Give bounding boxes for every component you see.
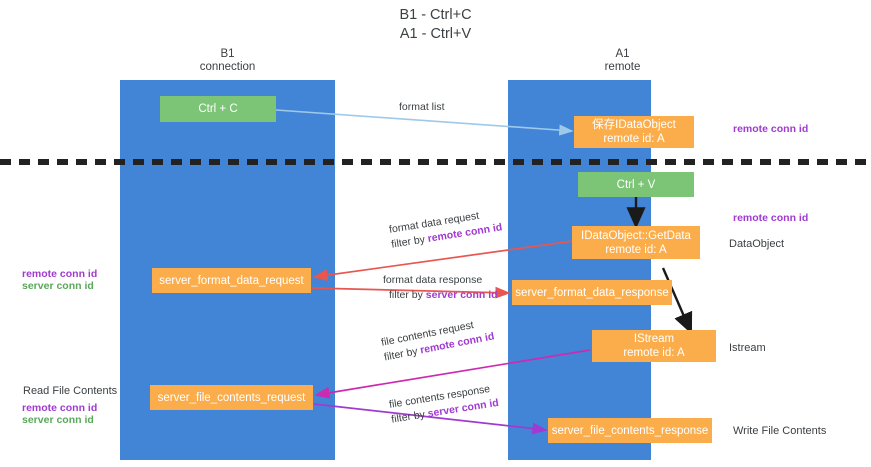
column-header-b1-name: B1	[220, 48, 235, 60]
node-istream-line1: IStream	[633, 333, 675, 345]
edge-label-format-data-response-filter: filter by server conn id	[383, 288, 498, 303]
node-ctrl-c-label: Ctrl + C	[198, 103, 238, 115]
node-ctrl-v[interactable]: Ctrl + V	[578, 172, 694, 197]
left-label-remote-conn-id-2: remote conn id	[22, 402, 98, 414]
edge-label-file-contents-request: file contents request filter by remote c…	[380, 315, 496, 366]
right-label-remote-conn-id-mid: remote conn id	[733, 212, 809, 224]
node-server-file-contents-response-label: server_file_contents_response	[551, 424, 709, 437]
title-line-2: A1 - Ctrl+V	[399, 26, 472, 42]
node-save-idataobject-line1: 保存IDataObject	[592, 119, 676, 131]
node-server-format-data-response[interactable]: server_format_data_response	[512, 280, 672, 305]
left-label-server-conn-id: server conn id	[22, 280, 94, 292]
left-label-conn-ids-group-2: remote conn id server conn id	[22, 402, 97, 426]
left-label-conn-ids-group: remote conn id server conn id	[22, 268, 97, 292]
node-server-file-contents-request-label: server_file_contents_request	[157, 391, 306, 404]
right-label-write-file-contents: Write File Contents	[733, 425, 827, 437]
left-label-remote-conn-id: remote conn id	[22, 268, 98, 280]
left-label-read-file-contents: Read File Contents	[23, 385, 118, 397]
edge-label-format-data-response-text: format data response	[383, 274, 483, 286]
node-server-format-data-request[interactable]: server_format_data_request	[152, 268, 311, 293]
node-istream[interactable]: IStream remote id: A	[592, 330, 716, 362]
filter-prefix: filter by	[389, 289, 426, 301]
column-header-a1-name: A1	[615, 48, 630, 60]
page-title: B1 - Ctrl+C A1 - Ctrl+V	[0, 6, 871, 44]
column-header-a1-role: remote	[604, 61, 641, 73]
edge-label-file-contents-response: file contents response filter by server …	[388, 381, 500, 428]
column-header-b1: B1 connection	[150, 48, 305, 74]
node-save-idataobject-line2: remote id: A	[603, 133, 665, 145]
node-getdata-line2: remote id: A	[605, 243, 667, 256]
left-label-server-conn-id-2: server conn id	[22, 414, 94, 426]
edge-label-format-data-response: format data response filter by server co…	[383, 273, 498, 303]
node-ctrl-c[interactable]: Ctrl + C	[160, 96, 276, 122]
right-label-istream: Istream	[729, 342, 766, 354]
filter-key-server-conn-id: server conn id	[425, 289, 498, 301]
node-ctrl-v-label: Ctrl + V	[616, 178, 656, 191]
node-server-file-contents-request[interactable]: server_file_contents_request	[150, 385, 313, 410]
edge-label-format-list: format list	[399, 100, 445, 115]
title-line-1: B1 - Ctrl+C	[399, 7, 472, 23]
node-idataobject-getdata[interactable]: IDataObject::GetData remote id: A	[572, 226, 700, 259]
node-save-idataobject[interactable]: 保存IDataObject remote id: A	[574, 116, 694, 148]
edge-label-format-list-text: format list	[399, 101, 445, 113]
node-server-format-data-request-label: server_format_data_request	[159, 274, 304, 287]
right-label-dataobject: DataObject	[729, 238, 785, 250]
node-istream-line2: remote id: A	[623, 347, 685, 359]
right-label-remote-conn-id-top: remote conn id	[733, 123, 809, 135]
column-header-b1-role: connection	[199, 61, 256, 73]
node-server-file-contents-response[interactable]: server_file_contents_response	[548, 418, 712, 443]
node-getdata-line1: IDataObject::GetData	[581, 229, 691, 242]
node-server-format-data-response-label: server_format_data_response	[515, 286, 669, 299]
column-header-a1: A1 remote	[545, 48, 700, 74]
edge-label-format-data-request: format data request filter by remote con…	[388, 205, 503, 252]
